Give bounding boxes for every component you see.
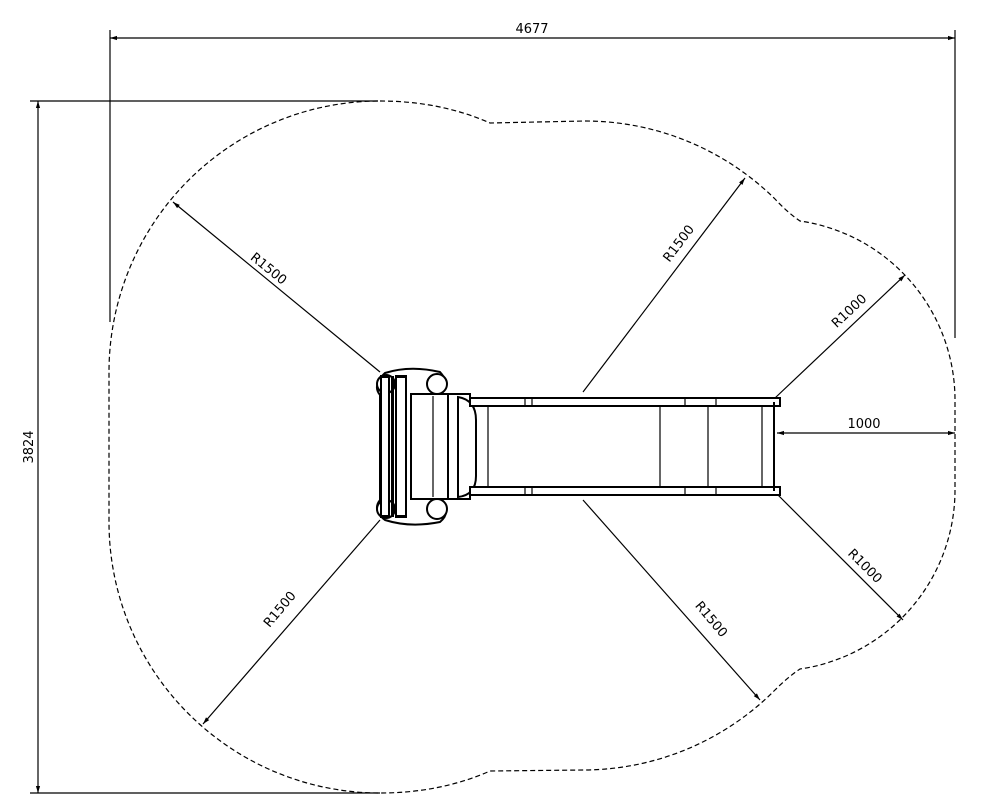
equipment-top-view	[375, 367, 781, 526]
safety-zone-outline	[108, 100, 956, 794]
radius-dimensions: R1500 R1500 R1000 R1000 R1500 R1500 1000	[172, 177, 955, 725]
radius-label-upper-right: R1000	[829, 292, 870, 332]
width-label: 4677	[515, 22, 548, 37]
radius-label-upper-middle: R1500	[661, 223, 698, 266]
height-dimension: 3824	[22, 100, 380, 794]
width-dimension: 4677	[109, 22, 956, 338]
offset-label: 1000	[847, 417, 880, 432]
radius-label-upper-left: R1500	[247, 250, 289, 288]
height-label: 3824	[22, 430, 37, 463]
radius-label-lower-left: R1500	[261, 589, 300, 631]
radius-label-lower-middle: R1500	[691, 599, 730, 641]
